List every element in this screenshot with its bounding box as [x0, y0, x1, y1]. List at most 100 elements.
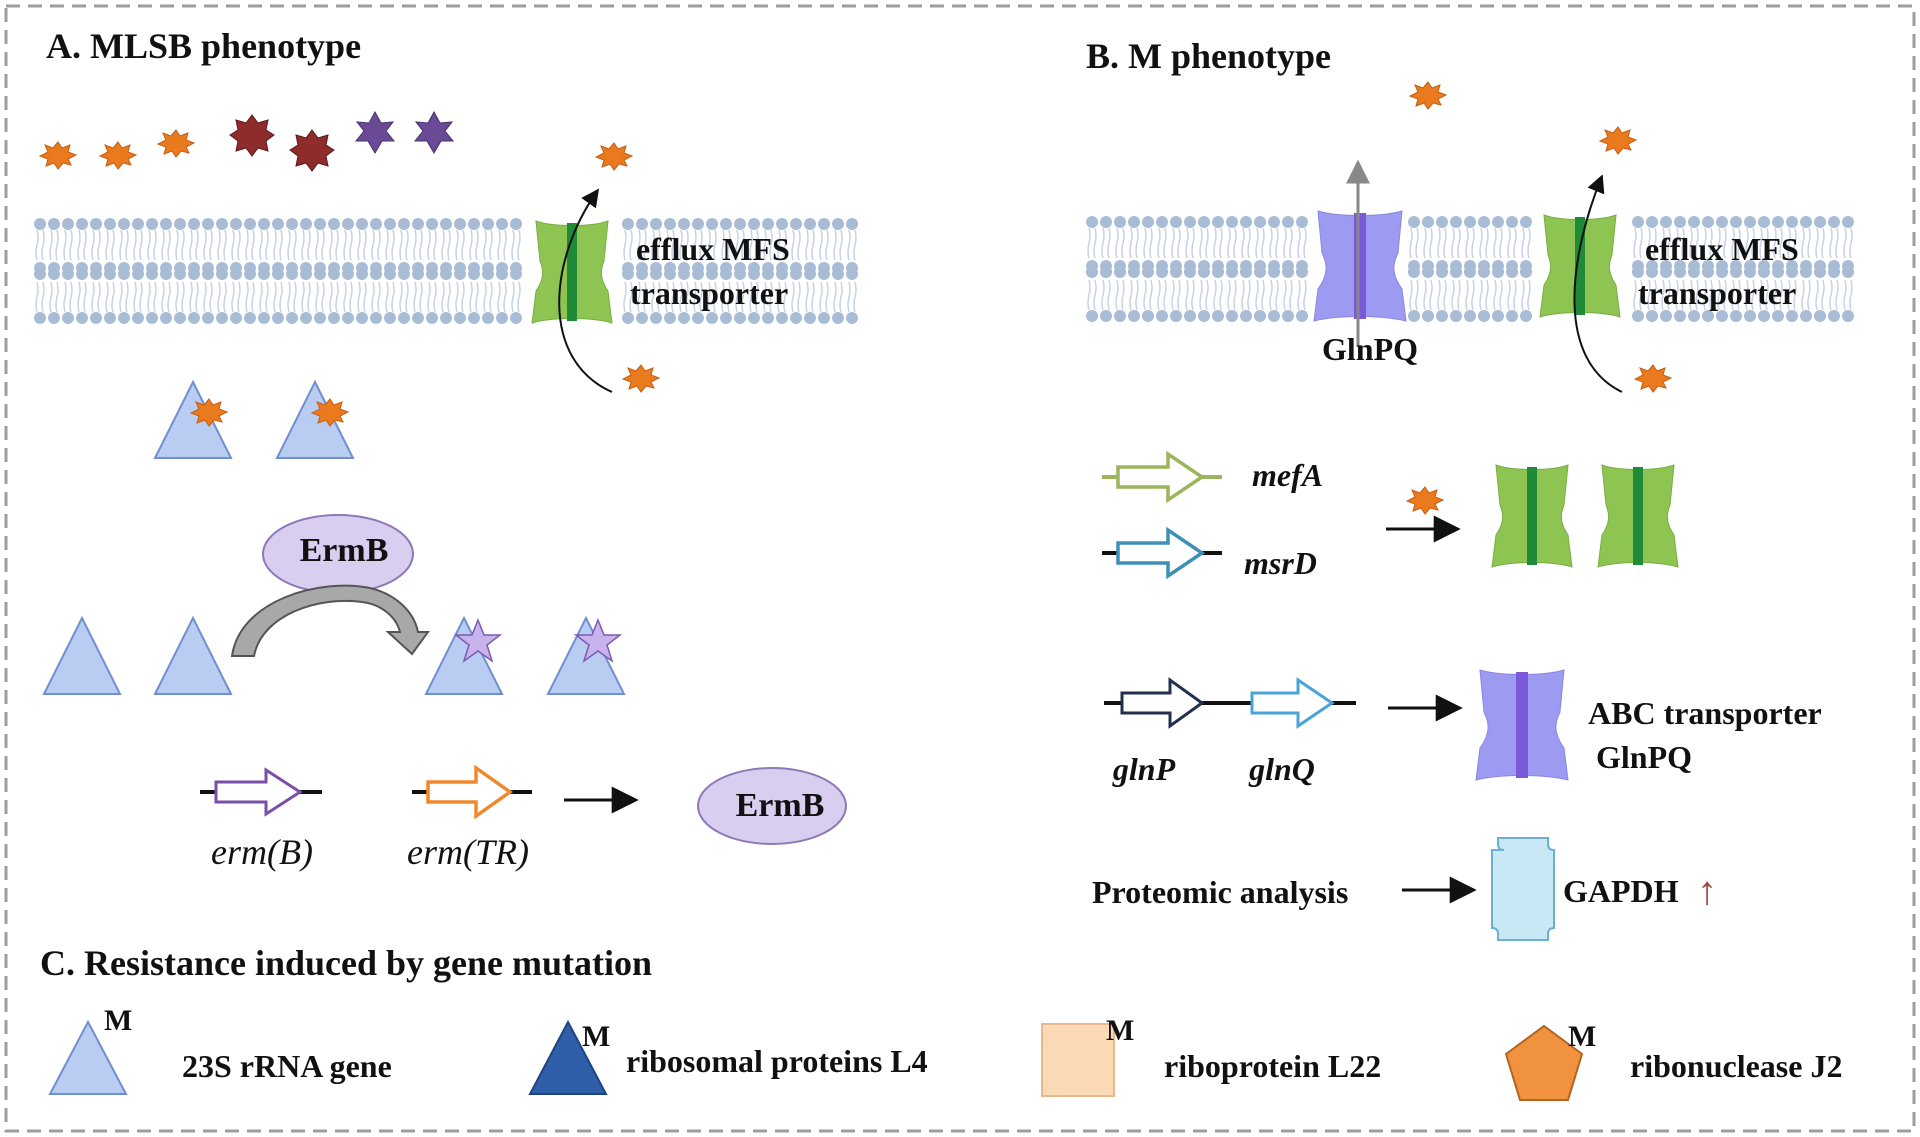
lipid-tail [147, 281, 151, 313]
lipid-tail [91, 281, 95, 313]
lipid-tail [1507, 227, 1511, 259]
lipid-tail [1129, 279, 1133, 311]
lipid-head [1660, 266, 1672, 278]
lipid-tail [1465, 227, 1469, 259]
legend-item-l4: M ribosomal proteins L4 [528, 1019, 928, 1095]
lipid-tail [1275, 279, 1279, 311]
gene-glnp-label: glnP [1112, 751, 1176, 787]
lipid-tail [427, 229, 431, 261]
lipid-tail [391, 281, 395, 313]
legend-marker: M [104, 1004, 132, 1037]
lipid-tail [629, 281, 633, 313]
lipid-tail [783, 281, 787, 313]
lipid-head [202, 312, 214, 324]
up-arrow-icon: ↑ [1697, 868, 1717, 913]
methylated-ribosome [546, 615, 626, 695]
lipid-head [1198, 266, 1210, 278]
lipid-head [1632, 216, 1644, 228]
lipid-tail [1275, 227, 1279, 259]
lipid-tail [1227, 227, 1231, 259]
mfs-label-a-line1: efflux MFS [636, 231, 790, 267]
lipid-tail [1661, 279, 1665, 311]
lipid-tail [671, 229, 675, 261]
lipid-head [496, 312, 508, 324]
lipid-tail [343, 281, 347, 313]
lipid-tail [63, 229, 67, 261]
lipid-tail [749, 229, 753, 261]
lipid-tail [1415, 227, 1419, 259]
lipid-head [1142, 216, 1154, 228]
lipid-head [510, 268, 522, 280]
lipid-head [1506, 310, 1518, 322]
lipid-tail [1087, 279, 1091, 311]
ribosome [42, 615, 122, 695]
lipid-head [440, 218, 452, 230]
lipid-head [650, 312, 662, 324]
lipid-tail [153, 229, 157, 261]
lipid-tail [307, 281, 311, 313]
ribosome [153, 615, 233, 695]
lipid-head [664, 312, 676, 324]
lipid-head [62, 312, 74, 324]
lipid-head [1282, 216, 1294, 228]
lipid-head [818, 218, 830, 230]
lipid-head [1744, 216, 1756, 228]
lipid-tail [1647, 227, 1651, 259]
lipid-head [34, 268, 46, 280]
drug-icon [39, 141, 77, 170]
triangle-light-icon [48, 1019, 128, 1095]
lipid-head [1156, 310, 1168, 322]
lipid-tail [349, 229, 353, 261]
lipid-tail [77, 281, 81, 313]
lipid-head [1142, 266, 1154, 278]
lipid-tail [1213, 227, 1217, 259]
lipid-tail [1843, 279, 1847, 311]
lipid-tail [791, 229, 795, 261]
lipid-head [1506, 266, 1518, 278]
lipid-tail [1115, 279, 1119, 311]
lipid-head [1086, 310, 1098, 322]
lipid-tail [1451, 279, 1455, 311]
lipid-tail [77, 229, 81, 261]
lipid-head [188, 312, 200, 324]
lipid-head [1408, 216, 1420, 228]
lipid-tail [665, 281, 669, 313]
lipid-head [1800, 266, 1812, 278]
mfs-label-b-line1: efflux MFS [1645, 231, 1799, 267]
lipid-tail [105, 229, 109, 261]
lipid-head [1520, 216, 1532, 228]
lipid-head [1688, 216, 1700, 228]
lipid-head [286, 268, 298, 280]
lipid-tail [777, 229, 781, 261]
lipid-tail [1247, 227, 1251, 259]
lipid-head [258, 268, 270, 280]
lipid-tail [819, 229, 823, 261]
lipid-tail [433, 229, 437, 261]
lipid-head [62, 218, 74, 230]
pentagon-icon [1504, 1024, 1584, 1101]
lipid-tail [623, 281, 627, 313]
lipid-head [1450, 310, 1462, 322]
lipid-tail [273, 281, 277, 313]
lipid-head [454, 312, 466, 324]
lipid-tail [1135, 227, 1139, 259]
lipid-head [1226, 310, 1238, 322]
lipid-head [384, 218, 396, 230]
mfs-label-b-line2: transporter [1638, 275, 1796, 311]
lipid-head [510, 312, 522, 324]
lipid-tail [1443, 227, 1447, 259]
lipid-head [160, 312, 172, 324]
lipid-tail [623, 229, 627, 261]
methylation-arrow [230, 584, 430, 657]
lipid-head [1170, 310, 1182, 322]
gene-erm-tr [412, 764, 532, 820]
lipid-tail [749, 281, 753, 313]
lipid-head [1478, 216, 1490, 228]
lipid-head [90, 218, 102, 230]
lipid-head [650, 268, 662, 280]
lipid-head [1128, 216, 1140, 228]
lipid-tail [251, 229, 255, 261]
lipid-head [230, 312, 242, 324]
lipid-head [650, 218, 662, 230]
lipid-tail [301, 229, 305, 261]
